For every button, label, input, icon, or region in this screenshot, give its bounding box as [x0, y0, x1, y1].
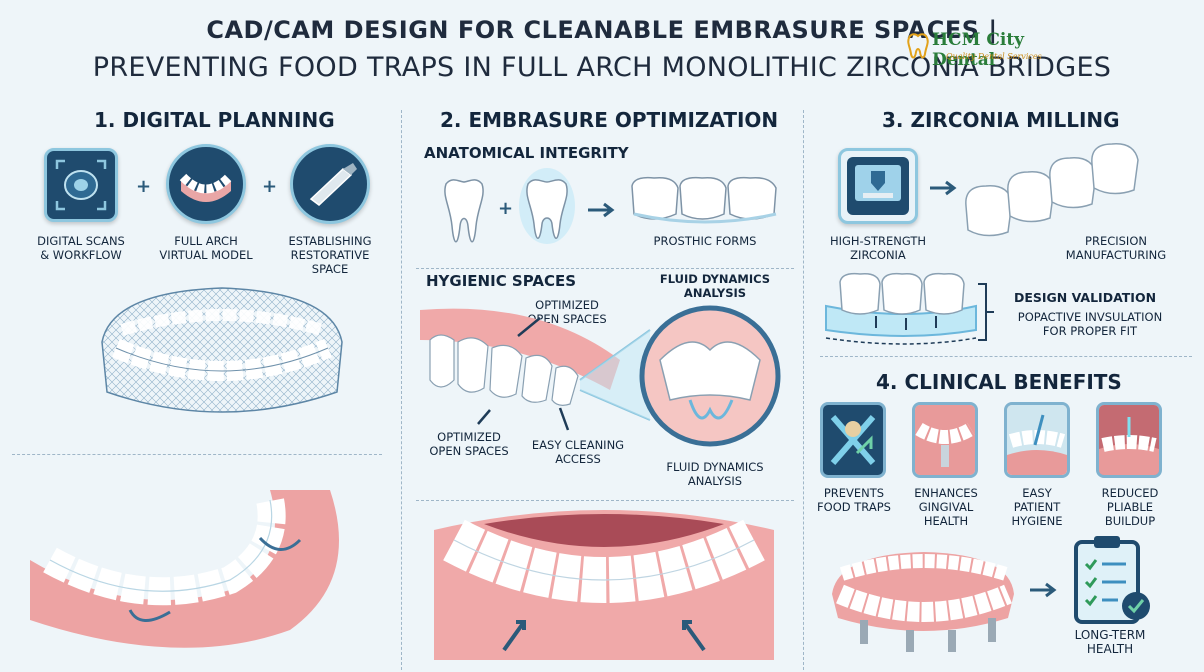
logo-tagline: Quality Dental Services [946, 52, 1042, 61]
arrow-right-icon [588, 202, 615, 218]
design-validation-caption: DESIGN VALIDATION [1013, 290, 1157, 305]
milling-machine-icon [838, 148, 918, 224]
divider-1 [401, 110, 402, 670]
patient-hygiene-image [1004, 402, 1070, 478]
patient-hygiene-caption: EASY PATIENT HYGIENE [1011, 486, 1063, 528]
popactive-insulation-caption: POPACTIVE INVSULATION FOR PROPER FIT [1017, 310, 1163, 338]
design-validation-illustration [825, 272, 977, 345]
clipboard-checklist-icon [1074, 536, 1150, 624]
easy-cleaning-caption: EASY CLEANING ACCESS [531, 438, 625, 466]
prosthic-forms-caption: PROSTHIC FORMS [653, 234, 757, 248]
denture-icon [166, 144, 246, 224]
prevents-food-traps-image [820, 402, 886, 478]
fluid-dynamics-top-caption: FLUID DYNAMICS ANALYSIS [659, 272, 771, 300]
ct-scan-icon [44, 148, 118, 222]
optimized-spaces-bottom-caption: OPTIMIZED OPEN SPACES [429, 430, 509, 458]
wireframe-arch-illustration [101, 287, 343, 413]
title-line-2: PREVENTING FOOD TRAPS IN FULL ARCH MONOL… [92, 52, 1112, 83]
zirconia-bridge-illustration [965, 143, 1139, 237]
precision-manufacturing-caption: PRECISION MANUFACTURING [1065, 234, 1167, 262]
plus-sign: + [498, 198, 514, 219]
anatomical-integrity-heading: ANATOMICAL INTEGRITY [424, 144, 629, 162]
gingival-health-image [912, 402, 978, 478]
section2-heading: 2. EMBRASURE OPTIMIZATION [440, 108, 779, 132]
high-strength-zirconia-caption: HIGH-STRENGTH ZIRCONIA [829, 234, 927, 262]
arrow-right-icon [930, 180, 957, 196]
reduced-buildup-caption: REDUCED PLIABLE BUILDUP [1101, 486, 1159, 528]
reduced-buildup-image [1096, 402, 1162, 478]
prosthic-crowns-illustration [631, 176, 777, 224]
bracket-arrow-icon [978, 283, 994, 341]
divider-3 [12, 454, 382, 455]
divider-2 [803, 110, 804, 670]
divider-5 [416, 500, 794, 501]
section3-heading: 3. ZIRCONIA MILLING [882, 108, 1120, 132]
glowing-tooth-icon [519, 168, 575, 244]
section4-heading: 4. CLINICAL BENEFITS [876, 370, 1122, 394]
divider-4 [416, 268, 794, 269]
plus-sign: + [262, 176, 278, 197]
hygienic-spaces-heading: HYGIENIC SPACES [426, 272, 577, 290]
virtual-model-caption: FULL ARCH VIRTUAL MODEL [159, 234, 253, 262]
implant-bridge-illustration [832, 552, 1014, 652]
prevents-food-traps-caption: PREVENTS FOOD TRAPS [817, 486, 891, 514]
title-line-1: CAD/CAM DESIGN FOR CLEANABLE EMBRASURE S… [206, 16, 998, 44]
arrow-right-icon [1030, 582, 1057, 598]
gingival-health-caption: ENHANCES GINGIVAL HEALTH [914, 486, 978, 528]
digital-scans-caption: DIGITAL SCANS & WORKFLOW [37, 234, 125, 262]
bridge-arch-illustration [30, 490, 339, 648]
long-term-health-caption: LONG-TERM HEALTH [1074, 628, 1146, 656]
logo: HCM City Dental Quality Dental Services [904, 30, 1084, 70]
fluid-dynamics-bottom-caption: FLUID DYNAMICS ANALYSIS [666, 460, 764, 488]
divider-6 [820, 356, 1192, 357]
tooth-logo-icon [907, 33, 929, 59]
tooth-icon [444, 179, 484, 243]
restorative-space-caption: ESTABLISHING RESTORATIVE SPACE [288, 234, 372, 276]
open-mouth-illustration [434, 510, 774, 660]
embrasure-closeup-illustration [420, 305, 781, 447]
logo-name: HCM City Dental [932, 30, 1025, 70]
intraoral-scanner-icon [290, 144, 370, 224]
plus-sign: + [136, 176, 152, 197]
section1-heading: 1. DIGITAL PLANNING [94, 108, 335, 132]
